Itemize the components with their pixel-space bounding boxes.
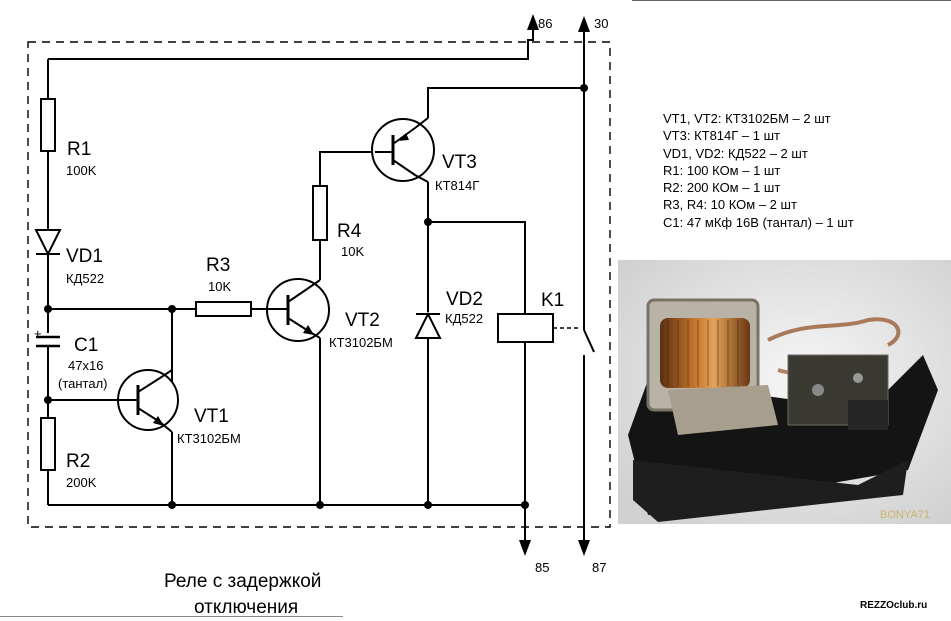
k1-coil — [497, 313, 554, 343]
wire-top-rail — [48, 28, 534, 60]
arrow-87 — [578, 540, 590, 556]
r2-ref: R2 — [66, 451, 90, 472]
parts-list-item: R1: 100 КОм – 1 шт — [663, 162, 781, 178]
vt2-value: КТ3102БМ — [329, 335, 393, 350]
k1-ref: K1 — [541, 290, 564, 311]
parts-list-item: VT3: КТ814Г – 1 шт — [663, 128, 780, 144]
bottom-rule — [0, 616, 343, 617]
vd2-body — [414, 311, 442, 339]
terminal-30: 30 — [594, 16, 608, 31]
r3-value: 10K — [208, 279, 231, 294]
caption-line-1: Реле с задержкой — [164, 571, 322, 592]
k1-contact — [583, 329, 595, 353]
vt1-ref: VT1 — [194, 406, 229, 427]
vd2-ref: VD2 — [446, 289, 483, 310]
vt2-ref: VT2 — [345, 310, 380, 331]
c1-note: (тантал) — [58, 376, 108, 391]
site-label: REZZOclub.ru — [860, 600, 928, 611]
parts-list-item: C1: 47 мКф 16В (тантал) – 1 шт — [663, 214, 854, 230]
top-rule — [632, 0, 951, 1]
parts-list-item: R2: 200 КОм – 1 шт — [663, 180, 781, 196]
junction-dots — [44, 84, 588, 509]
vd1-ref: VD1 — [66, 246, 103, 267]
arrow-85 — [519, 540, 531, 556]
caption: Реле с задержкой отключения — [164, 569, 321, 621]
arrow-86 — [527, 14, 539, 30]
terminal-86: 86 — [538, 16, 552, 31]
vd2-value: КД522 — [445, 311, 483, 326]
vt1-value: КТ3102БМ — [177, 431, 241, 446]
enclosure-border — [27, 41, 611, 528]
arrow-30 — [578, 16, 590, 32]
vt3-value: КТ814Г — [435, 178, 479, 193]
c1-polarity: + — [34, 326, 42, 341]
r3-ref: R3 — [206, 255, 230, 276]
r1-ref: R1 — [67, 139, 91, 160]
r2-body — [40, 417, 56, 471]
vt3-ref: VT3 — [442, 152, 477, 173]
r3-body — [195, 301, 252, 317]
parts-list-item: R3, R4: 10 КОм – 2 шт — [663, 197, 797, 213]
r4-body — [312, 185, 328, 241]
r2-value: 200K — [66, 475, 97, 490]
vt3-circle — [371, 118, 435, 182]
parts-list: VT1, VT2: КТ3102БМ – 2 шт VT3: КТ814Г – … — [663, 110, 854, 231]
vd1-value: КД522 — [66, 271, 104, 286]
relay-photo-drawing: BONYA71 — [618, 260, 951, 524]
r4-ref: R4 — [337, 221, 362, 242]
c1-ref: C1 — [74, 335, 98, 356]
vd1-body — [34, 229, 62, 257]
r1-value: 100K — [66, 163, 97, 178]
r4-value: 10K — [341, 244, 364, 259]
terminal-85: 85 — [535, 560, 549, 575]
vt2-circle — [266, 278, 330, 342]
parts-list-item: VT1, VT2: КТ3102БМ – 2 шт — [663, 111, 831, 126]
terminal-87: 87 — [592, 560, 606, 575]
caption-line-2: отключения — [194, 597, 299, 618]
photo-credit: BONYA71 — [880, 509, 930, 521]
relay-photo: BONYA71 — [618, 260, 951, 524]
c1-value: 47x16 — [68, 358, 103, 373]
parts-list-item: VD1, VD2: КД522 – 2 шт — [663, 145, 808, 161]
r1-body — [40, 98, 56, 152]
circuit-schematic: R1 100K VD1 КД522 + C1 47x16 (тантал) R2… — [27, 14, 611, 575]
